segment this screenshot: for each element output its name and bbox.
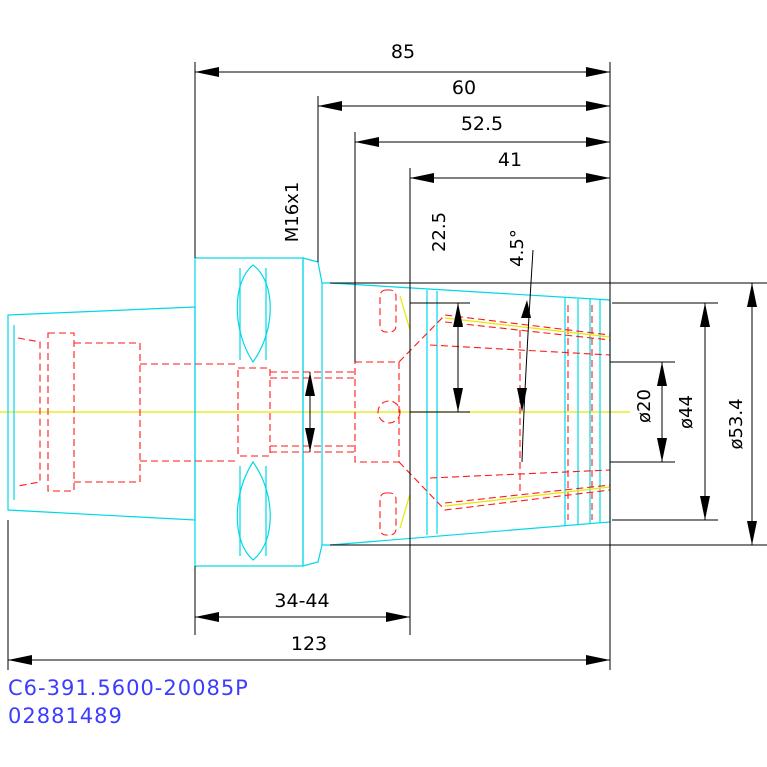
hidden-lines: [17, 289, 611, 536]
dim-85: 85: [391, 41, 415, 63]
dim-22-5: 22.5: [429, 212, 450, 252]
dim-dia-44: ø44: [676, 395, 697, 429]
dim-34-44: 34-44: [274, 590, 329, 612]
order-code: 02881489: [8, 704, 123, 728]
dim-60: 60: [452, 77, 476, 99]
dim-dia-20: ø20: [634, 389, 655, 423]
dim-52-5: 52.5: [461, 113, 503, 135]
dim-thread: M16x1: [282, 182, 303, 243]
dim-41: 41: [498, 149, 522, 171]
dim-angle: 4.5°: [507, 229, 528, 267]
yellow-marks: [399, 295, 611, 529]
dimension-lines: [7, 62, 767, 670]
dim-dia-53-4: ø53.4: [726, 398, 747, 449]
dim-123: 123: [291, 633, 327, 655]
part-number: C6-391.5600-20085P: [8, 676, 249, 700]
